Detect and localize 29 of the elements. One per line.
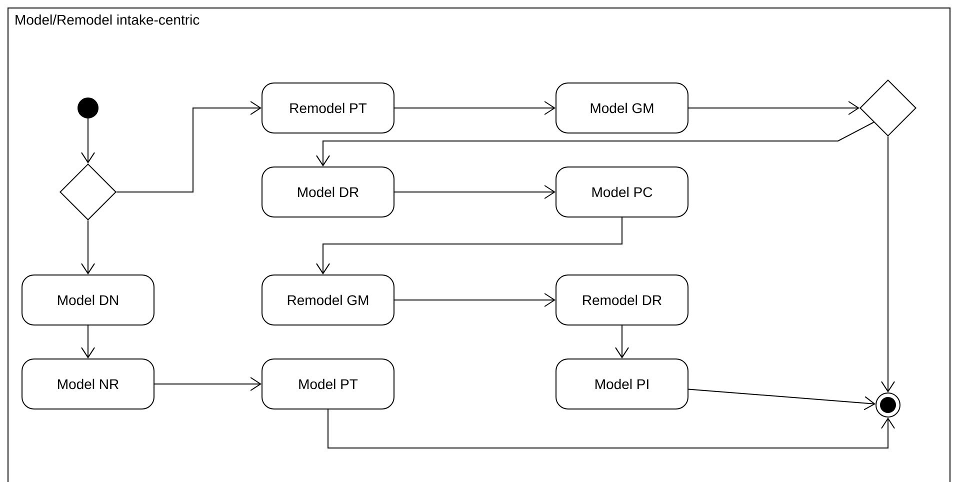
action-box: Model NR	[22, 358, 154, 410]
action-box: Model PC	[556, 166, 688, 218]
arrow	[688, 101, 860, 115]
arrow	[81, 118, 96, 164]
action-box: Remodel DR	[556, 274, 688, 326]
action-box: Model PI	[556, 358, 688, 410]
arrow	[81, 220, 96, 274]
action-box: Model GM	[556, 82, 688, 134]
arrow	[316, 122, 874, 166]
arrow	[154, 377, 262, 391]
frame-title: Model/Remodel intake-centric	[16, 14, 200, 25]
action-box: Model DR	[262, 166, 394, 218]
arrow	[688, 388, 876, 410]
arrow	[316, 217, 622, 274]
arrow	[394, 185, 556, 199]
arrow	[328, 409, 895, 448]
action-box: Model PT	[262, 358, 394, 410]
arrow	[881, 136, 895, 392]
decision-diamond	[860, 80, 916, 136]
arrow	[394, 293, 556, 307]
start-dot	[78, 98, 99, 118]
action-box: Remodel PT	[262, 82, 394, 134]
action-box: Remodel GM	[262, 274, 394, 326]
arrow	[81, 325, 96, 358]
end-bullseye	[876, 392, 900, 418]
arrow	[394, 101, 556, 115]
action-box: Model DN	[22, 274, 154, 326]
arrow	[116, 101, 262, 192]
arrow	[615, 325, 629, 358]
